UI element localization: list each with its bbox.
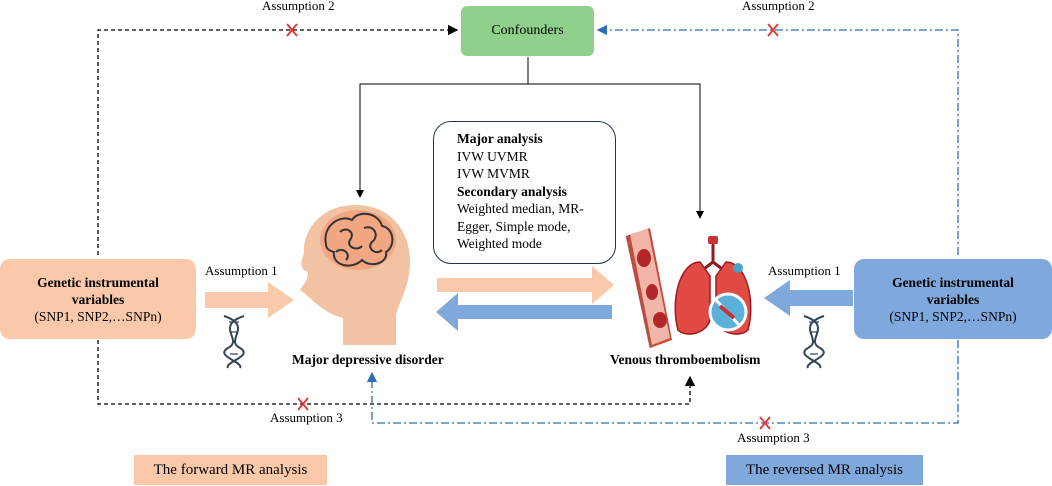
instrument-title-line1: Genetic instrumental	[37, 274, 159, 290]
assumption3-left-label: Assumption 3	[270, 410, 343, 425]
dna-icon-left	[223, 315, 245, 369]
forward-analysis-caption: The forward MR analysis	[134, 455, 327, 485]
instrument-title-line2: variables	[926, 291, 980, 307]
assumption3-right-label: Assumption 3	[737, 430, 810, 445]
assumption1-right-label: Assumption 1	[768, 263, 841, 278]
instrument-snp-list: (SNP1, SNP2,…SNPn)	[889, 308, 1017, 324]
instrument-snp-list: (SNP1, SNP2,…SNPn)	[34, 308, 162, 324]
instrument-title-line1: Genetic instrumental	[892, 274, 1014, 290]
assumption3-left-line	[97, 340, 696, 405]
genetic-instruments-left-box: Genetic instrumental variables (SNP1, SN…	[0, 259, 196, 339]
invalid-mark-top-left	[286, 23, 298, 37]
assumption2-right-label: Assumption 2	[742, 0, 815, 13]
assumption1-right-arrow	[764, 280, 853, 316]
secondary-analysis-item: Weighted median, MR-	[457, 201, 584, 216]
major-analysis-heading: Major analysis	[457, 131, 543, 146]
exposure-label: Major depressive disorder	[292, 352, 444, 367]
major-analysis-item: IVW MVMR	[457, 166, 530, 181]
forward-causal-arrow	[437, 266, 614, 304]
assumption1-left-label: Assumption 1	[205, 263, 278, 278]
reverse-analysis-caption: The reversed MR analysis	[726, 455, 923, 485]
analysis-methods-box: Major analysis IVW UVMR IVW MVMR Seconda…	[433, 121, 616, 264]
vein-icon	[625, 228, 672, 349]
lungs-icon	[674, 236, 752, 335]
secondary-analysis-item: Egger, Simple mode,	[457, 218, 571, 234]
assumption2-right-line	[596, 24, 959, 255]
assumption1-left-arrow	[205, 282, 294, 318]
outcome-label: Venous thromboembolism	[610, 352, 761, 367]
secondary-analysis-item: Weighted mode	[457, 236, 542, 251]
head-brain-icon	[300, 205, 410, 345]
invalid-mark-bottom-left	[297, 397, 309, 411]
reverse-causal-arrow	[436, 293, 612, 331]
assumption3-right-line	[366, 340, 959, 424]
invalid-mark-bottom-right	[759, 416, 771, 430]
assumption2-left-line	[97, 24, 459, 255]
major-analysis-item: IVW UVMR	[457, 148, 528, 164]
genetic-instruments-right-box: Genetic instrumental variables (SNP1, SN…	[854, 259, 1052, 339]
dna-icon-right	[803, 315, 825, 369]
confounder-arrows	[356, 57, 704, 219]
confounders-box: Confounders	[461, 6, 594, 56]
secondary-analysis-heading: Secondary analysis	[457, 183, 567, 199]
invalid-mark-top-right	[767, 23, 779, 37]
instrument-title-line2: variables	[71, 291, 125, 307]
assumption2-left-label: Assumption 2	[262, 0, 335, 13]
